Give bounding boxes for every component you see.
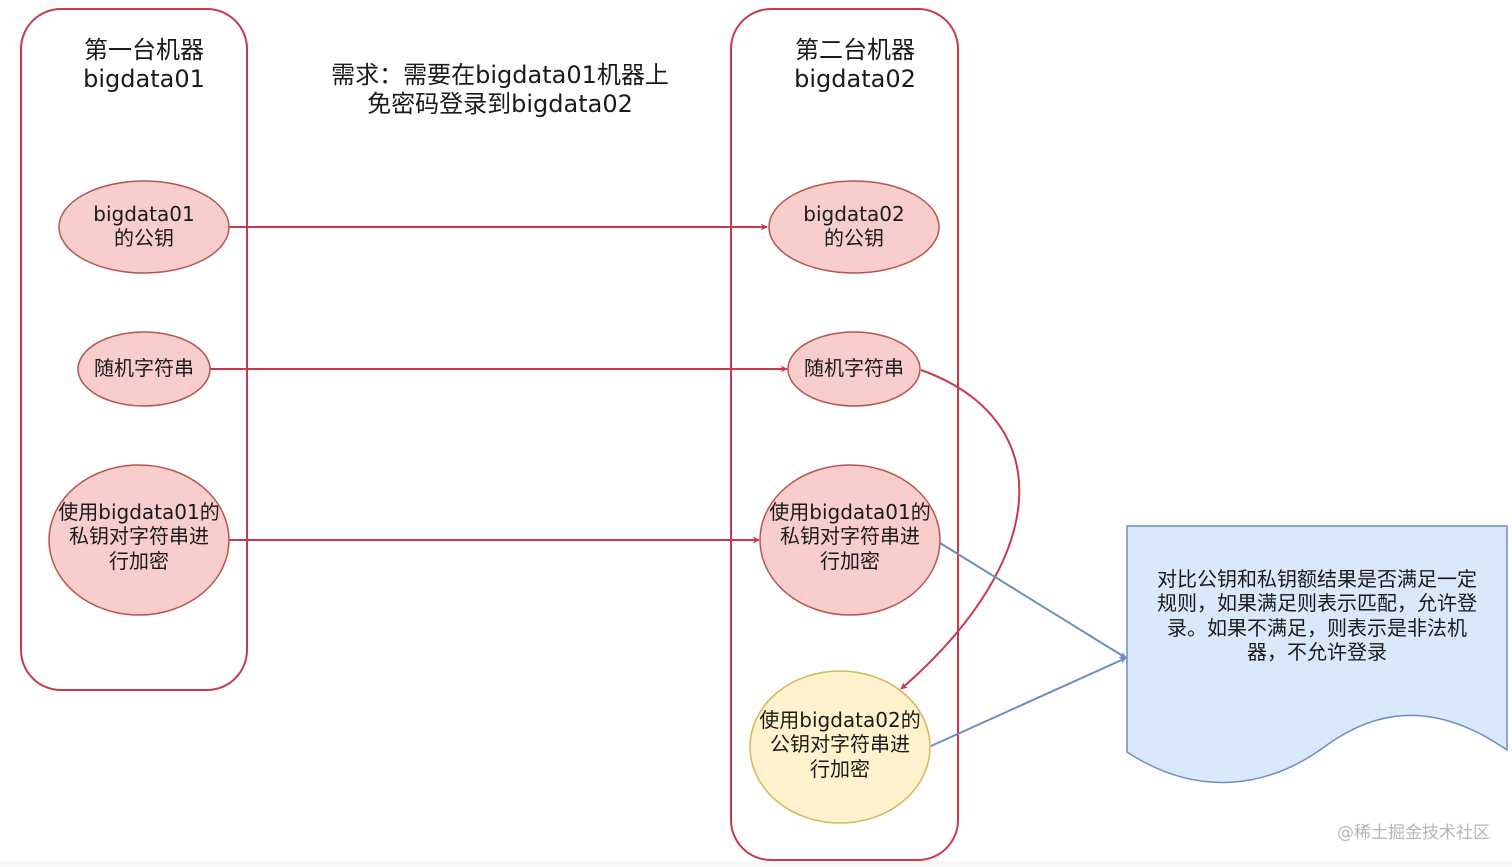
machine1-title: 第一台机器 bigdata01 — [83, 36, 205, 94]
m1-encrypt-node — [48, 464, 230, 616]
m1-pubkey-node — [58, 180, 230, 274]
m2-encrypt1-node — [759, 464, 941, 616]
edge-encrypt1-to-note — [939, 542, 1127, 659]
watermark: @稀土掘金技术社区 — [1337, 823, 1490, 843]
m2-encrypt2-node — [749, 670, 931, 824]
edge-encrypt2-to-note — [930, 657, 1127, 747]
m1-pubkey-label: bigdata01 的公钥 — [93, 202, 195, 251]
result-note-text: 对比公钥和私钥额结果是否满足一定 规则，如果满足则表示匹配，允许登 录。如果不满… — [1157, 567, 1477, 665]
m2-pubkey-node — [768, 180, 940, 274]
machine1-container — [20, 8, 248, 691]
m1-encrypt-label: 使用bigdata01的 私钥对字符串进 行加密 — [58, 500, 220, 573]
m2-encrypt1-label: 使用bigdata01的 私钥对字符串进 行加密 — [769, 500, 931, 573]
edge-random-to-encrypt2 — [900, 369, 1021, 690]
bottom-strip — [0, 861, 1512, 867]
machine2-title: 第二台机器 bigdata02 — [794, 36, 916, 94]
m1-random-label: 随机字符串 — [94, 356, 194, 380]
m2-pubkey-label: bigdata02 的公钥 — [803, 202, 905, 251]
requirement-text: 需求：需要在bigdata01机器上 免密码登录到bigdata02 — [331, 61, 669, 119]
m2-encrypt2-label: 使用bigdata02的 公钥对字符串进 行加密 — [759, 708, 921, 781]
m2-random-node — [787, 331, 921, 407]
result-note-shape — [1126, 525, 1508, 784]
machine2-container — [730, 8, 959, 861]
m1-random-node — [77, 331, 211, 407]
m2-random-label: 随机字符串 — [804, 356, 904, 380]
